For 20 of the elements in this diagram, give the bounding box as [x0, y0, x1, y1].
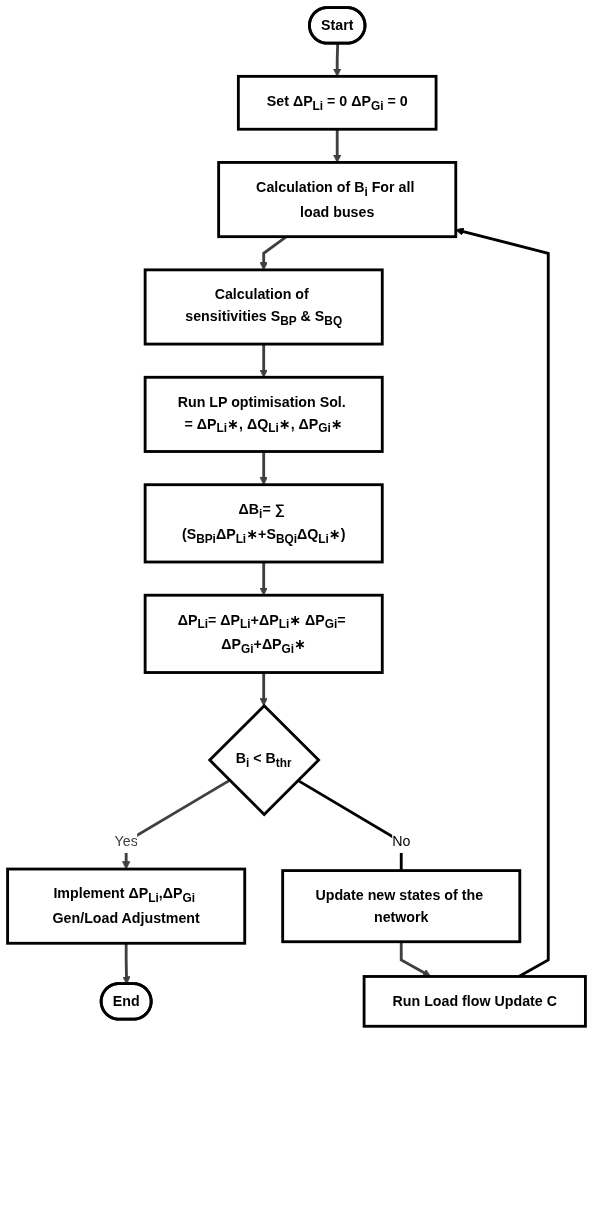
node-box: Calculation of B$_{i}$ For all load buses	[217, 161, 458, 239]
arrow	[259, 344, 268, 378]
node-box: Update new states of the network	[281, 869, 522, 944]
node-box: ΔB$_{i}$= ∑ (S$_{BPi}$ΔP$_{Li}$∗+S$_{BQi}$ΔQ$_{Li}$∗)	[143, 483, 384, 564]
edge-label: No	[392, 833, 411, 850]
arrow	[333, 129, 342, 163]
node-diamond: B$_{i}$ < B$_{thr}$	[207, 703, 321, 817]
node-box: Run LP optimisation Sol. = ΔP$_{Li}$∗, ΔQ$_{Li}$∗, ΔP$_{Gi}$∗	[143, 375, 384, 453]
node-box: ΔP$_{Li}$= ΔP$_{Li}$+ΔP$_{Li}$∗ ΔP$_{Gi}$= ΔP$_{Gi}$+ΔP$_{Gi}$∗	[143, 593, 384, 674]
node-box: Run Load flow Update C	[362, 975, 587, 1028]
arrow	[399, 941, 431, 977]
arrow	[259, 672, 268, 707]
connector	[297, 779, 403, 871]
node-box: Implement ΔP$_{Li}$,ΔP$_{Gi}$ Gen/Load Adjustment	[6, 867, 247, 945]
edge-label: Yes	[114, 833, 138, 850]
arrow	[122, 779, 231, 870]
arrow	[259, 562, 268, 596]
node-box: Set ΔP$_{Li}$ = 0 ΔP$_{Gi}$ = 0	[236, 74, 438, 131]
node-box: Calculation of sensitivities S$_{BP}$ & S$_{BQ}$	[143, 268, 384, 346]
arrow	[333, 43, 342, 77]
